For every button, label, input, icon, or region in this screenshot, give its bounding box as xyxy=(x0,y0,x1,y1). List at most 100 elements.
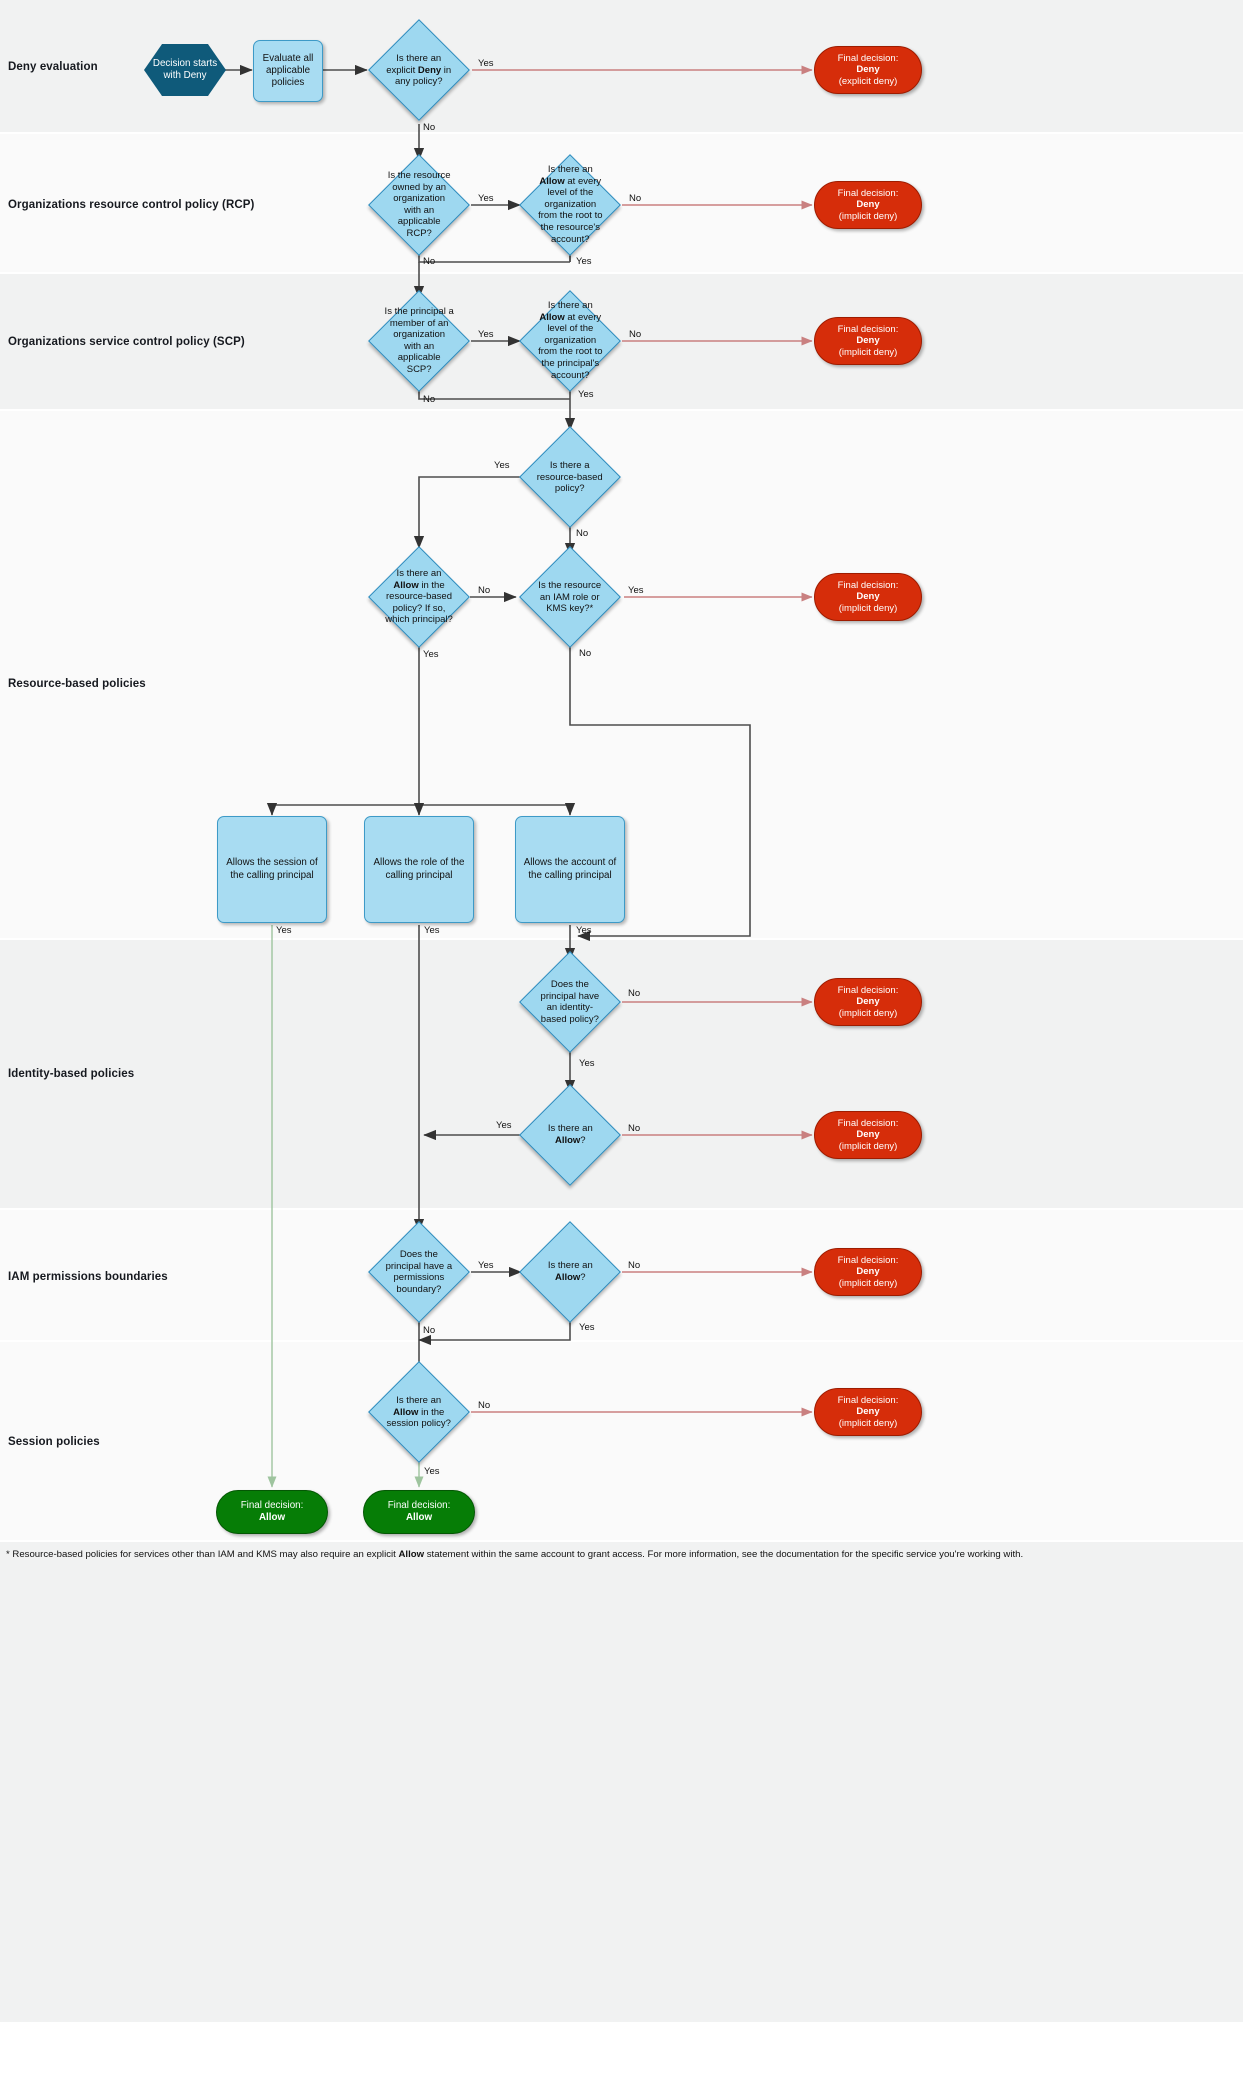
band-label-identity-based: Identity-based policies xyxy=(8,1068,135,1080)
node-allows-role-of-calling-principal[interactable]: Allows the role of the calling principal xyxy=(364,816,474,923)
terminal-deny-rcp[interactable]: Final decision: Deny (implicit deny) xyxy=(814,181,922,229)
q-rbp-exists-label: Is there a resource-based policy? xyxy=(536,459,603,494)
edge-label-pb-exists-no: No xyxy=(423,1325,436,1336)
deny-rcp-l1: Final decision: xyxy=(837,187,899,199)
band-scp xyxy=(0,274,1243,409)
footnote: * Resource-based policies for services o… xyxy=(6,1548,1236,1561)
deny-identity-l3: (implicit deny) xyxy=(838,1007,898,1019)
q-scp-allow-label: Is there an Allow at every level of the … xyxy=(537,300,603,381)
allow-right-l2: Allow xyxy=(405,1512,433,1523)
q-session-allow-label: Is there an Allow in the session policy? xyxy=(386,1394,452,1429)
edge-label-box-session-yes: Yes xyxy=(276,925,292,936)
edge-label-session-allow-no: No xyxy=(478,1400,491,1411)
edge-label-identity-allow-yes: Yes xyxy=(496,1120,512,1131)
deny-scp-l3: (implicit deny) xyxy=(838,346,898,358)
deny-session-l3: (implicit deny) xyxy=(838,1417,898,1429)
edge-label-rbp-allow-no: No xyxy=(478,585,491,596)
edge-label-iam-role-kms-no: No xyxy=(579,648,592,659)
q-identity-policy-label: Does the principal have an identity-base… xyxy=(540,978,600,1025)
edge-label-box-role-yes: Yes xyxy=(424,925,440,936)
band-label-resource-based: Resource-based policies xyxy=(8,678,146,690)
deny-identity-allow-l3: (implicit deny) xyxy=(838,1140,898,1152)
deny-explicit-l2: Deny xyxy=(856,64,880,76)
terminal-deny-explicit[interactable]: Final decision: Deny (explicit deny) xyxy=(814,46,922,94)
allow-left-l2: Allow xyxy=(258,1512,286,1523)
terminal-deny-session[interactable]: Final decision: Deny (implicit deny) xyxy=(814,1388,922,1436)
edge-label-identity-policy-yes: Yes xyxy=(579,1058,595,1069)
edge-label-pb-allow-yes: Yes xyxy=(579,1322,595,1333)
band-label-deny-evaluation: Deny evaluation xyxy=(8,61,98,73)
start-line2: with Deny xyxy=(163,70,207,81)
q-identity-allow-label: Is there an Allow? xyxy=(547,1123,593,1146)
band-bottom xyxy=(0,1542,1243,2022)
start-line1: Decision starts xyxy=(152,58,218,69)
footnote-pre: * Resource-based policies for services o… xyxy=(6,1549,399,1560)
terminal-deny-identity-policy[interactable]: Final decision: Deny (implicit deny) xyxy=(814,978,922,1026)
node-allows-session-of-calling-principal[interactable]: Allows the session of the calling princi… xyxy=(217,816,327,923)
edge-label-rbp-exists-no: No xyxy=(576,528,589,539)
deny-session-l2: Deny xyxy=(856,1406,880,1418)
q-rbp-allow-label: Is there an Allow in the resource-based … xyxy=(385,568,453,626)
edge-label-scp-allow-yes: Yes xyxy=(578,389,594,400)
band-label-rcp: Organizations resource control policy (R… xyxy=(8,199,255,211)
edge-label-pb-allow-no: No xyxy=(628,1260,641,1271)
deny-identity-allow-l1: Final decision: xyxy=(837,1117,899,1129)
deny-pb-l2: Deny xyxy=(856,1266,880,1278)
deny-pb-l1: Final decision: xyxy=(837,1254,899,1266)
q-pb-allow-label: Is there an Allow? xyxy=(547,1260,593,1283)
allow-right-l1: Final decision: xyxy=(387,1499,451,1511)
allow-left-l1: Final decision: xyxy=(240,1499,304,1511)
edge-label-box-account-yes: Yes xyxy=(576,925,592,936)
deny-rcp-l3: (implicit deny) xyxy=(838,210,898,222)
node-decision-starts-with-deny[interactable]: Decision starts with Deny xyxy=(144,44,226,96)
band-rcp xyxy=(0,134,1243,272)
edge-label-scp-member-no: No xyxy=(423,394,436,405)
terminal-deny-scp[interactable]: Final decision: Deny (implicit deny) xyxy=(814,317,922,365)
deny-identity-l1: Final decision: xyxy=(837,984,899,996)
edge-label-session-allow-yes: Yes xyxy=(424,1466,440,1477)
band-permissions-boundaries xyxy=(0,1210,1243,1340)
band-identity-based xyxy=(0,940,1243,1208)
band-session-policies xyxy=(0,1342,1243,1540)
q-rcp-owned-label: Is the resource owned by an organization… xyxy=(387,170,451,240)
q-explicit-deny-label: Is there an explicit Deny in any policy? xyxy=(386,52,452,87)
band-label-scp: Organizations service control policy (SC… xyxy=(8,336,245,348)
evaluate-label: Evaluate all applicable policies xyxy=(262,53,314,88)
edge-label-identity-policy-no: No xyxy=(628,988,641,999)
node-evaluate-all-applicable-policies[interactable]: Evaluate all applicable policies xyxy=(253,40,323,102)
node-allows-account-of-calling-principal[interactable]: Allows the account of the calling princi… xyxy=(515,816,625,923)
deny-explicit-l1: Final decision: xyxy=(837,52,899,64)
q-pb-exists-label: Does the principal have a permissions bo… xyxy=(385,1248,453,1295)
deny-pb-l3: (implicit deny) xyxy=(838,1277,898,1289)
edge-label-explicit-deny-no: No xyxy=(423,122,436,133)
footnote-bold: Allow xyxy=(398,1549,425,1560)
deny-rbp-l1: Final decision: xyxy=(837,579,899,591)
terminal-deny-permissions-boundary[interactable]: Final decision: Deny (implicit deny) xyxy=(814,1248,922,1296)
edge-label-rcp-owned-yes: Yes xyxy=(478,193,494,204)
deny-explicit-l3: (explicit deny) xyxy=(838,75,898,87)
edge-label-scp-member-yes: Yes xyxy=(478,329,494,340)
edge-label-rbp-exists-yes: Yes xyxy=(494,460,510,471)
q-scp-member-label: Is the principal a member of an organiza… xyxy=(384,306,454,376)
deny-identity-allow-l2: Deny xyxy=(856,1129,880,1141)
edge-label-rcp-allow-no: No xyxy=(629,193,642,204)
deny-rbp-l3: (implicit deny) xyxy=(838,602,898,614)
terminal-allow-right[interactable]: Final decision: Allow xyxy=(363,1490,475,1534)
terminal-allow-left[interactable]: Final decision: Allow xyxy=(216,1490,328,1534)
q-iam-role-kms-label: Is the resource an IAM role or KMS key?* xyxy=(538,579,602,614)
deny-scp-l2: Deny xyxy=(856,335,880,347)
deny-scp-l1: Final decision: xyxy=(837,323,899,335)
footnote-post: statement within the same account to gra… xyxy=(424,1549,1024,1560)
edge-label-iam-role-kms-yes: Yes xyxy=(628,585,644,596)
deny-rbp-l2: Deny xyxy=(856,591,880,603)
deny-rcp-l2: Deny xyxy=(856,199,880,211)
edge-label-explicit-deny-yes: Yes xyxy=(478,58,494,69)
edge-label-rbp-allow-yes: Yes xyxy=(423,649,439,660)
edge-label-identity-allow-no: No xyxy=(628,1123,641,1134)
terminal-deny-identity-allow[interactable]: Final decision: Deny (implicit deny) xyxy=(814,1111,922,1159)
deny-session-l1: Final decision: xyxy=(837,1394,899,1406)
edge-label-rcp-allow-yes: Yes xyxy=(576,256,592,267)
terminal-deny-resource-based[interactable]: Final decision: Deny (implicit deny) xyxy=(814,573,922,621)
